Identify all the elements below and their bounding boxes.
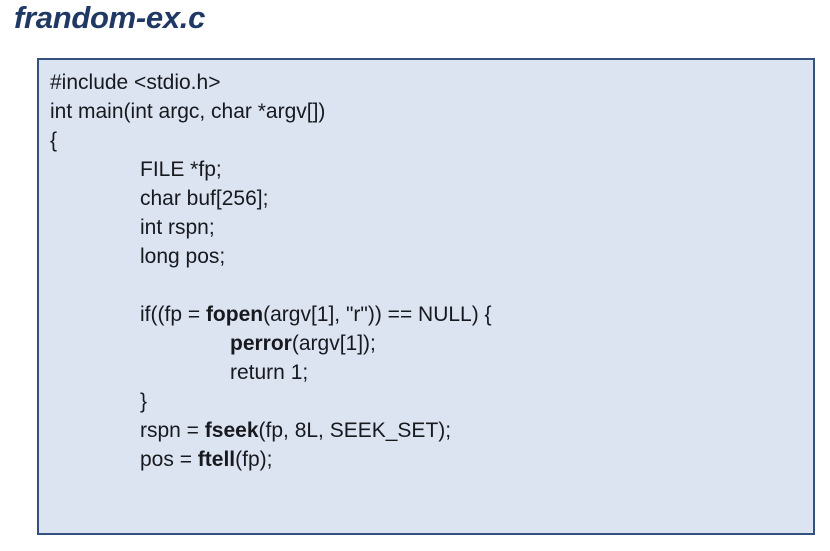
code-keyword: fseek (204, 419, 259, 442)
code-text: (argv[1]); (291, 332, 376, 355)
code-line: } (50, 387, 801, 416)
code-line: return 1; (50, 358, 801, 387)
code-text: { (50, 129, 58, 152)
code-text: rspn = (140, 419, 205, 442)
code-line: long pos; (50, 242, 801, 271)
code-text: } (140, 390, 148, 413)
code-text: int main(int argc, char *argv[]) (50, 100, 326, 123)
code-text: pos = (140, 448, 198, 471)
code-line: { (50, 126, 801, 155)
code-keyword: fopen (205, 303, 264, 326)
code-text: if((fp = (140, 303, 206, 326)
code-text: char buf[256]; (140, 187, 269, 210)
code-text: #include <stdio.h> (50, 71, 221, 94)
code-line: #include <stdio.h> (50, 68, 801, 97)
code-line: rspn = fseek(fp, 8L, SEEK_SET); (50, 416, 801, 445)
code-line: int rspn; (50, 213, 801, 242)
code-line: if((fp = fopen(argv[1], "r")) == NULL) { (50, 300, 801, 329)
code-line: perror(argv[1]); (50, 329, 801, 358)
code-text: (fp); (235, 448, 273, 471)
code-keyword: perror (230, 332, 292, 355)
code-line: pos = ftell(fp); (50, 445, 801, 474)
page-title: frandom-ex.c (14, 0, 206, 35)
code-block: #include <stdio.h> int main(int argc, cha… (50, 68, 801, 474)
code-text: (argv[1], "r")) == NULL) { (263, 303, 492, 326)
code-line: FILE *fp; (50, 155, 801, 184)
code-line (50, 271, 801, 300)
code-box: #include <stdio.h> int main(int argc, cha… (37, 58, 815, 535)
code-keyword: ftell (197, 448, 236, 471)
code-text: return 1; (230, 361, 309, 384)
code-line: int main(int argc, char *argv[]) (50, 97, 801, 126)
code-text: (fp, 8L, SEEK_SET); (258, 419, 452, 442)
code-text: FILE *fp; (140, 158, 222, 181)
code-line: char buf[256]; (50, 184, 801, 213)
code-text: long pos; (140, 245, 226, 268)
code-text: int rspn; (140, 216, 215, 239)
